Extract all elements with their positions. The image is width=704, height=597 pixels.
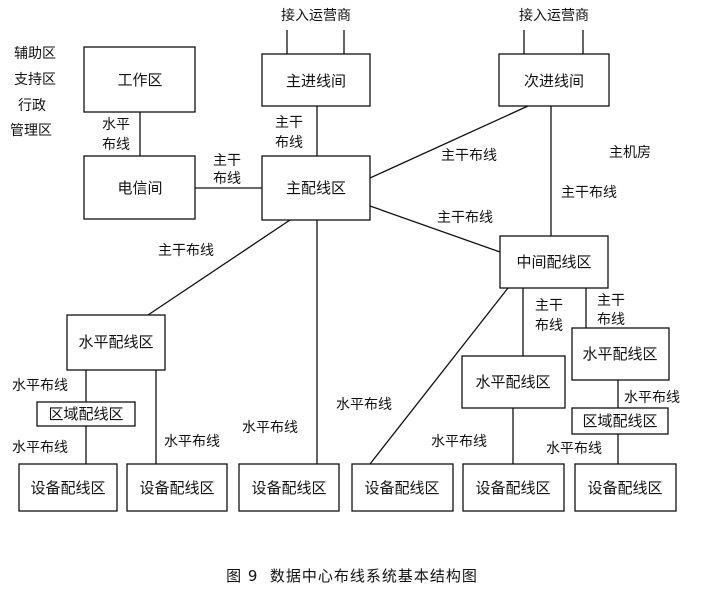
left-note-admin: 行政 [18,98,46,114]
label-main-equip3: 水平布线 [242,420,298,436]
node-zone-dist-left: 区域配线区 [48,405,123,423]
label-zone-equip6: 水平布线 [546,441,602,457]
left-note-management: 管理区 [10,123,52,139]
label-work-telecom-l2: 布线 [102,137,130,153]
edge-labels: 水平 布线 主干 布线 主干 布线 主干布线 主干布线 主干布线 主干布线 主干… [12,115,680,457]
node-box-main-distribution [261,155,371,221]
node-equip-dist-1: 设备配线区 [30,479,105,497]
node-horizontal-dist-right: 水平配线区 [582,345,657,363]
label-work-telecom-l1: 水平 [102,117,130,133]
node-box-equip-dist-6 [574,463,677,512]
node-labels: 工作区 电信间 主进线间 次进线间 主配线区 中间配线区 水平配线区 区域配线区… [30,71,662,497]
access-operator-label-1: 接入运营商 [281,7,351,24]
node-box-secondary-entrance [498,53,610,107]
label-hzright-zone: 水平布线 [624,390,680,406]
label-hzmid-equip5: 水平布线 [431,434,487,450]
label-telecom-main-l1: 主干 [213,153,241,169]
label-entrance-main-l1: 主干 [275,115,303,131]
node-equip-dist-2: 设备配线区 [139,479,214,497]
figure-caption: 图 9 数据中心布线系统基本结构图 [226,567,478,585]
label-entrance-main-l2: 布线 [275,135,303,151]
node-box-zone-dist-left [36,401,136,427]
label-secondary-intermediate: 主干布线 [561,185,617,201]
node-main-distribution: 主配线区 [286,179,346,197]
access-operator-label-2: 接入运营商 [519,7,589,24]
label-telecom-main-l2: 布线 [213,171,241,187]
node-horizontal-dist-left: 水平配线区 [78,333,153,351]
edge-main-hzleft [147,219,291,316]
node-box-main-entrance [261,53,371,107]
node-equip-dist-4: 设备配线区 [364,479,439,497]
left-note-auxiliary: 辅助区 [14,46,56,62]
label-secondary-main: 主干布线 [441,148,497,164]
node-box-equip-dist-5 [462,463,565,512]
room-note-main-machine-room: 主机房 [609,145,651,161]
node-box-horizontal-dist-mid [461,355,566,409]
node-box-equip-dist-2 [126,463,228,512]
node-box-telecom-room [83,155,196,220]
node-box-equip-dist-1 [18,463,118,512]
label-inter-hzmid-l2: 布线 [535,318,563,334]
node-main-entrance: 主进线间 [286,72,346,90]
edge-inter-equip4 [369,287,509,465]
node-equip-dist-6: 设备配线区 [587,479,662,497]
label-main-intermediate: 主干布线 [437,210,493,226]
node-work-area: 工作区 [117,71,162,89]
node-equip-dist-3: 设备配线区 [251,479,326,497]
node-zone-dist-right: 区域配线区 [582,412,657,430]
node-equip-dist-5: 设备配线区 [475,479,550,497]
connections [85,30,619,465]
node-box-work-area [83,46,196,113]
edge-main-intermediate [369,205,501,253]
node-box-equip-dist-3 [238,463,340,512]
label-zone-equip1: 水平布线 [12,440,68,456]
edge-secondary-main [369,105,529,179]
left-note-support: 支持区 [14,72,56,88]
node-intermediate-distribution: 中间配线区 [516,253,591,271]
label-hzleft-equip2: 水平布线 [164,434,220,450]
label-hzleft-zone: 水平布线 [12,378,68,394]
label-inter-hzright-l1: 主干 [597,293,625,309]
node-box-zone-dist-right [571,407,669,435]
label-inter-hzmid-l1: 主干 [535,298,563,314]
nodes [18,46,677,512]
label-main-hzleft: 主干布线 [158,243,214,259]
node-horizontal-dist-mid: 水平配线区 [475,373,550,391]
node-box-horizontal-dist-left [66,314,166,371]
node-telecom-room: 电信间 [117,179,162,197]
label-inter-hzright-l2: 布线 [597,312,625,328]
label-inter-equip4: 水平布线 [336,397,392,413]
notes: 接入运营商 接入运营商 辅助区 支持区 行政 管理区 主机房 [10,7,651,161]
node-box-equip-dist-4 [351,463,454,512]
node-box-intermediate-distribution [499,235,609,289]
node-secondary-entrance: 次进线间 [524,72,584,90]
node-box-horizontal-dist-right [571,327,670,381]
